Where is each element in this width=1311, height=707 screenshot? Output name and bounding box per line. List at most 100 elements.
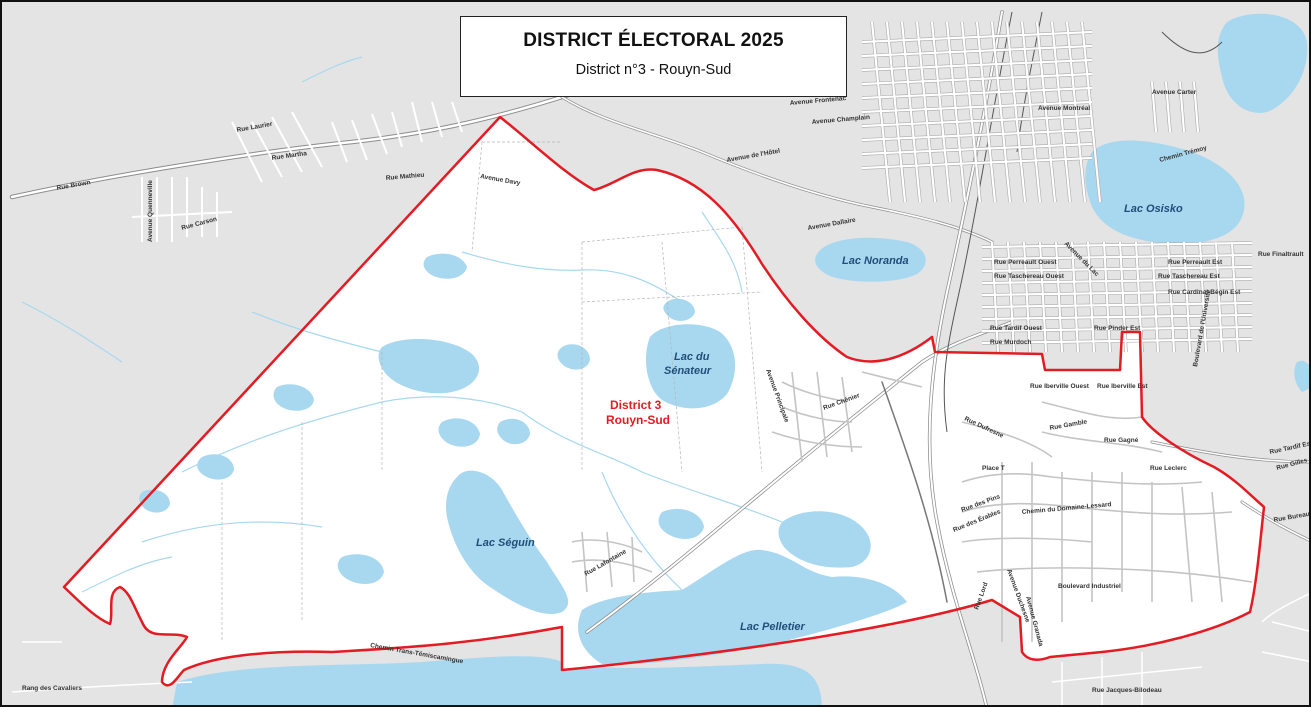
lake-east-pelletier (778, 511, 871, 568)
map-title: DISTRICT ÉLECTORAL 2025 (523, 30, 784, 51)
map-subtitle: District n°3 - Rouyn-Sud (575, 62, 732, 78)
street-rue-iberville-ouest: Rue Iberville Ouest (1030, 383, 1090, 390)
city-street (861, 128, 1093, 142)
district-label-line1: District 3 (610, 398, 662, 412)
street-rue-murdoch: Rue Murdoch (990, 339, 1032, 346)
lake-osisko-north (1217, 13, 1308, 113)
city-street (861, 72, 1093, 86)
street-rue-leclerc: Rue Leclerc (1150, 465, 1187, 472)
lake-central-2 (663, 298, 695, 321)
city-street (861, 114, 1093, 128)
city-street (1086, 241, 1096, 353)
city-street (861, 86, 1093, 100)
city-street (960, 21, 982, 203)
street-rue-iberville-est: Rue Iberville Est (1097, 383, 1148, 390)
lake-seguin (446, 470, 569, 614)
map-title-box: DISTRICT ÉLECTORAL 2025 District n°3 - R… (460, 16, 847, 97)
lake-west-1 (378, 338, 480, 394)
city-street (1178, 81, 1186, 133)
city-street (861, 100, 1093, 114)
city-street (1166, 241, 1176, 353)
creeks (21, 56, 783, 593)
city-street (1164, 81, 1172, 133)
street-rue-perreault-ouest: Rue Perreault Ouest (994, 259, 1057, 266)
street-avenue-carter: Avenue Carter (1152, 89, 1197, 96)
southeast-streets (571, 371, 1253, 642)
street-avenue-frontenac: Avenue Frontenac (790, 95, 847, 107)
city-street (861, 58, 1093, 72)
street-rue-tardif-ouest: Rue Tardif Ouest (990, 325, 1043, 332)
city-street (981, 325, 1253, 333)
lake-west-4 (423, 253, 467, 279)
city-street (1022, 241, 1032, 353)
street-rue-cardinal-begin-est: Rue Cardinal-Bégin Est (1168, 289, 1241, 296)
city-street (981, 265, 1253, 273)
label-lac-noranda: Lac Noranda (842, 255, 909, 267)
city-street (1038, 241, 1048, 353)
lake-west-7 (139, 489, 170, 513)
lake-west-3 (438, 418, 480, 447)
street-rue-jacques-bilodeau: Rue Jacques-Bilodeau (1092, 687, 1162, 694)
city-street (1214, 241, 1224, 353)
city-street (945, 21, 967, 203)
street-rue-mathieu: Rue Mathieu (386, 172, 425, 182)
label-lac-osisko: Lac Osisko (1124, 203, 1183, 215)
city-street (1182, 241, 1192, 353)
street-rue-gagne: Rue Gagné (1104, 437, 1139, 444)
city-street (1198, 241, 1208, 353)
lake-west-2 (273, 384, 314, 411)
lake-noranda (815, 237, 926, 282)
lake-east-small (1294, 360, 1309, 392)
lake-south-west (172, 656, 562, 705)
city-street-grid (861, 21, 1253, 353)
lake-south-channel (562, 662, 822, 705)
city-street (1065, 21, 1087, 203)
street-rue-taschereau-ouest: Rue Taschereau Ouest (994, 273, 1065, 280)
city-street (981, 313, 1253, 321)
street-rue-perreault-est: Rue Perreault Est (1168, 259, 1223, 266)
city-street (885, 21, 907, 203)
street-rue-taschereau-est: Rue Taschereau Est (1158, 273, 1220, 280)
city-street (981, 337, 1253, 345)
city-street (870, 21, 892, 203)
lake-pelletier (578, 549, 907, 665)
city-street (915, 21, 937, 203)
city-street (1005, 21, 1027, 203)
city-street (990, 241, 1000, 353)
city-street (1102, 241, 1112, 353)
label-lac-senateur-2: Sénateur (664, 365, 712, 377)
city-street (1054, 241, 1064, 353)
street-avenue-quenneville: Avenue Quenneville (147, 180, 154, 242)
city-street (990, 21, 1012, 203)
street-place-t: Place T (982, 465, 1005, 472)
district-label-line2: Rouyn-Sud (606, 413, 670, 427)
city-street (1020, 21, 1042, 203)
city-street (1080, 21, 1102, 203)
cadastral-lines (221, 141, 763, 642)
city-street (1150, 241, 1160, 353)
lake-senateur (646, 324, 736, 409)
lake-south-1 (658, 508, 704, 539)
major-roads (9, 10, 1309, 705)
city-street (975, 21, 997, 203)
city-street (981, 253, 1253, 261)
street-rue-martha: Rue Martha (271, 150, 307, 162)
street-boulevard-industriel: Boulevard Industriel (1058, 583, 1121, 590)
city-street (1118, 241, 1128, 353)
district-boundary (62, 115, 1266, 687)
lake-osisko (1085, 140, 1245, 244)
lake-central-3 (497, 418, 530, 445)
street-rang-des-cavaliers: Rang des Cavaliers (22, 685, 82, 692)
label-lac-senateur-1: Lac du (674, 351, 710, 363)
label-lac-seguin: Lac Séguin (476, 537, 535, 549)
label-lac-pelletier: Lac Pelletier (740, 621, 806, 633)
city-street (1192, 81, 1200, 133)
city-street (1230, 241, 1240, 353)
city-street (900, 21, 922, 203)
lake-west-6 (337, 554, 384, 584)
city-street (1150, 81, 1158, 133)
city-street (1006, 241, 1016, 353)
city-street (981, 241, 1253, 249)
